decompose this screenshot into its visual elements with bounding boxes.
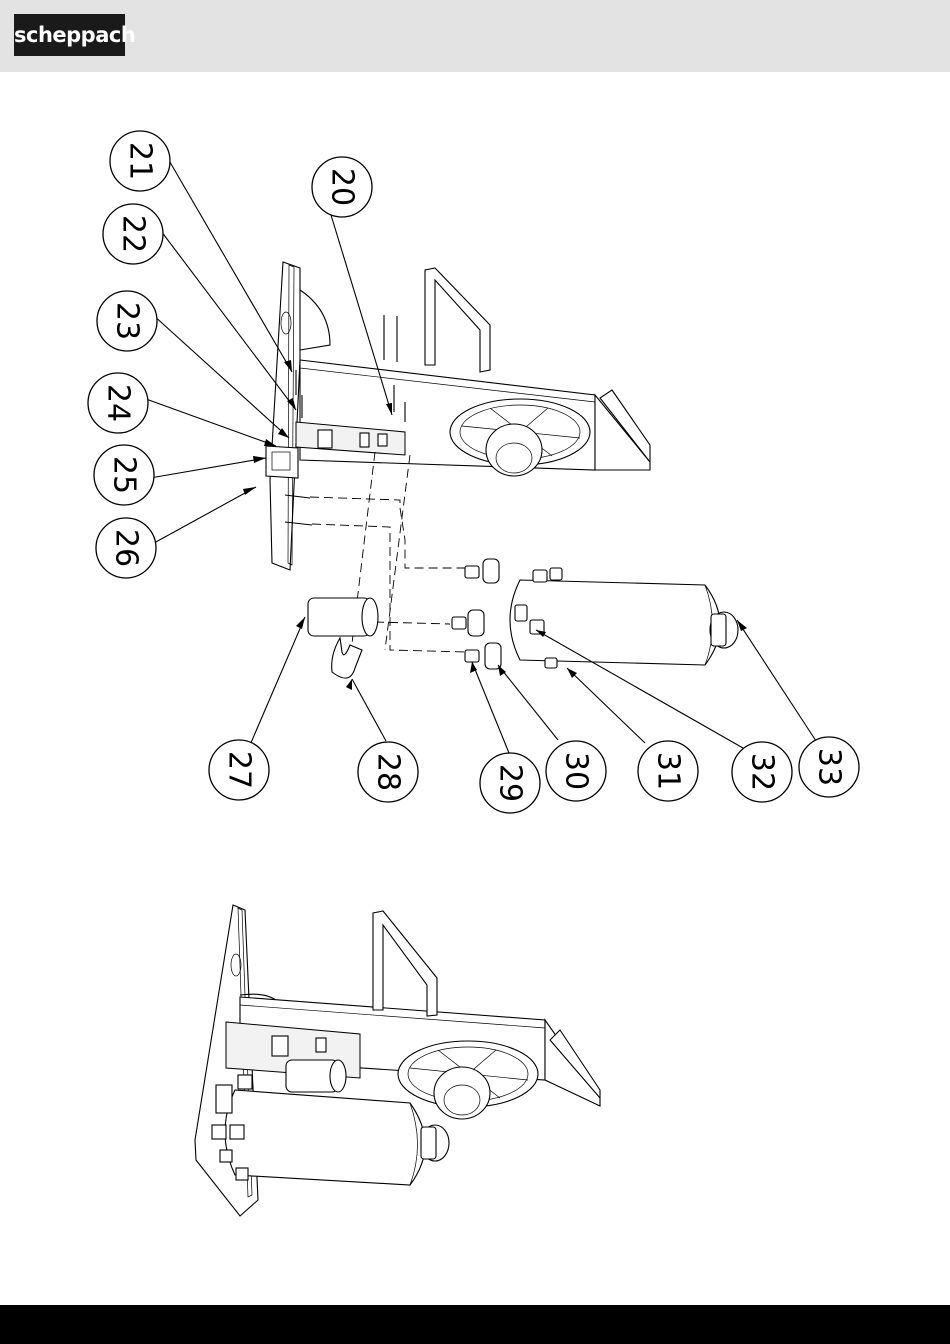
callout-30: 30 — [546, 741, 606, 801]
svg-text:32: 32 — [745, 753, 780, 791]
svg-text:31: 31 — [651, 752, 686, 790]
callout-24: 24 — [88, 373, 148, 433]
callout-29: 29 — [480, 753, 540, 813]
callout-21: 21 — [110, 131, 170, 191]
svg-text:33: 33 — [812, 748, 847, 786]
callout-27: 27 — [209, 740, 269, 800]
svg-text:22: 22 — [116, 215, 151, 253]
svg-text:21: 21 — [123, 142, 158, 180]
callout-33: 33 — [799, 737, 859, 797]
svg-text:24: 24 — [101, 384, 136, 422]
assembled-view — [195, 905, 600, 1216]
callout-26: 26 — [96, 518, 156, 578]
exploded-view — [266, 262, 738, 678]
callout-25: 25 — [94, 445, 154, 505]
svg-text:27: 27 — [222, 751, 257, 789]
svg-text:20: 20 — [325, 168, 360, 206]
callout-22: 22 — [103, 204, 163, 264]
svg-text:30: 30 — [559, 752, 594, 790]
svg-text:28: 28 — [371, 753, 406, 791]
callout-23: 23 — [97, 291, 157, 351]
page-footer-bar — [0, 1305, 950, 1344]
svg-text:25: 25 — [107, 456, 142, 494]
svg-text:29: 29 — [493, 764, 528, 802]
callout-31: 31 — [638, 741, 698, 801]
svg-text:23: 23 — [110, 302, 145, 340]
svg-text:26: 26 — [109, 529, 144, 567]
callout-28: 28 — [358, 742, 418, 802]
callout-20: 20 — [312, 157, 372, 217]
callout-32: 32 — [732, 742, 792, 802]
